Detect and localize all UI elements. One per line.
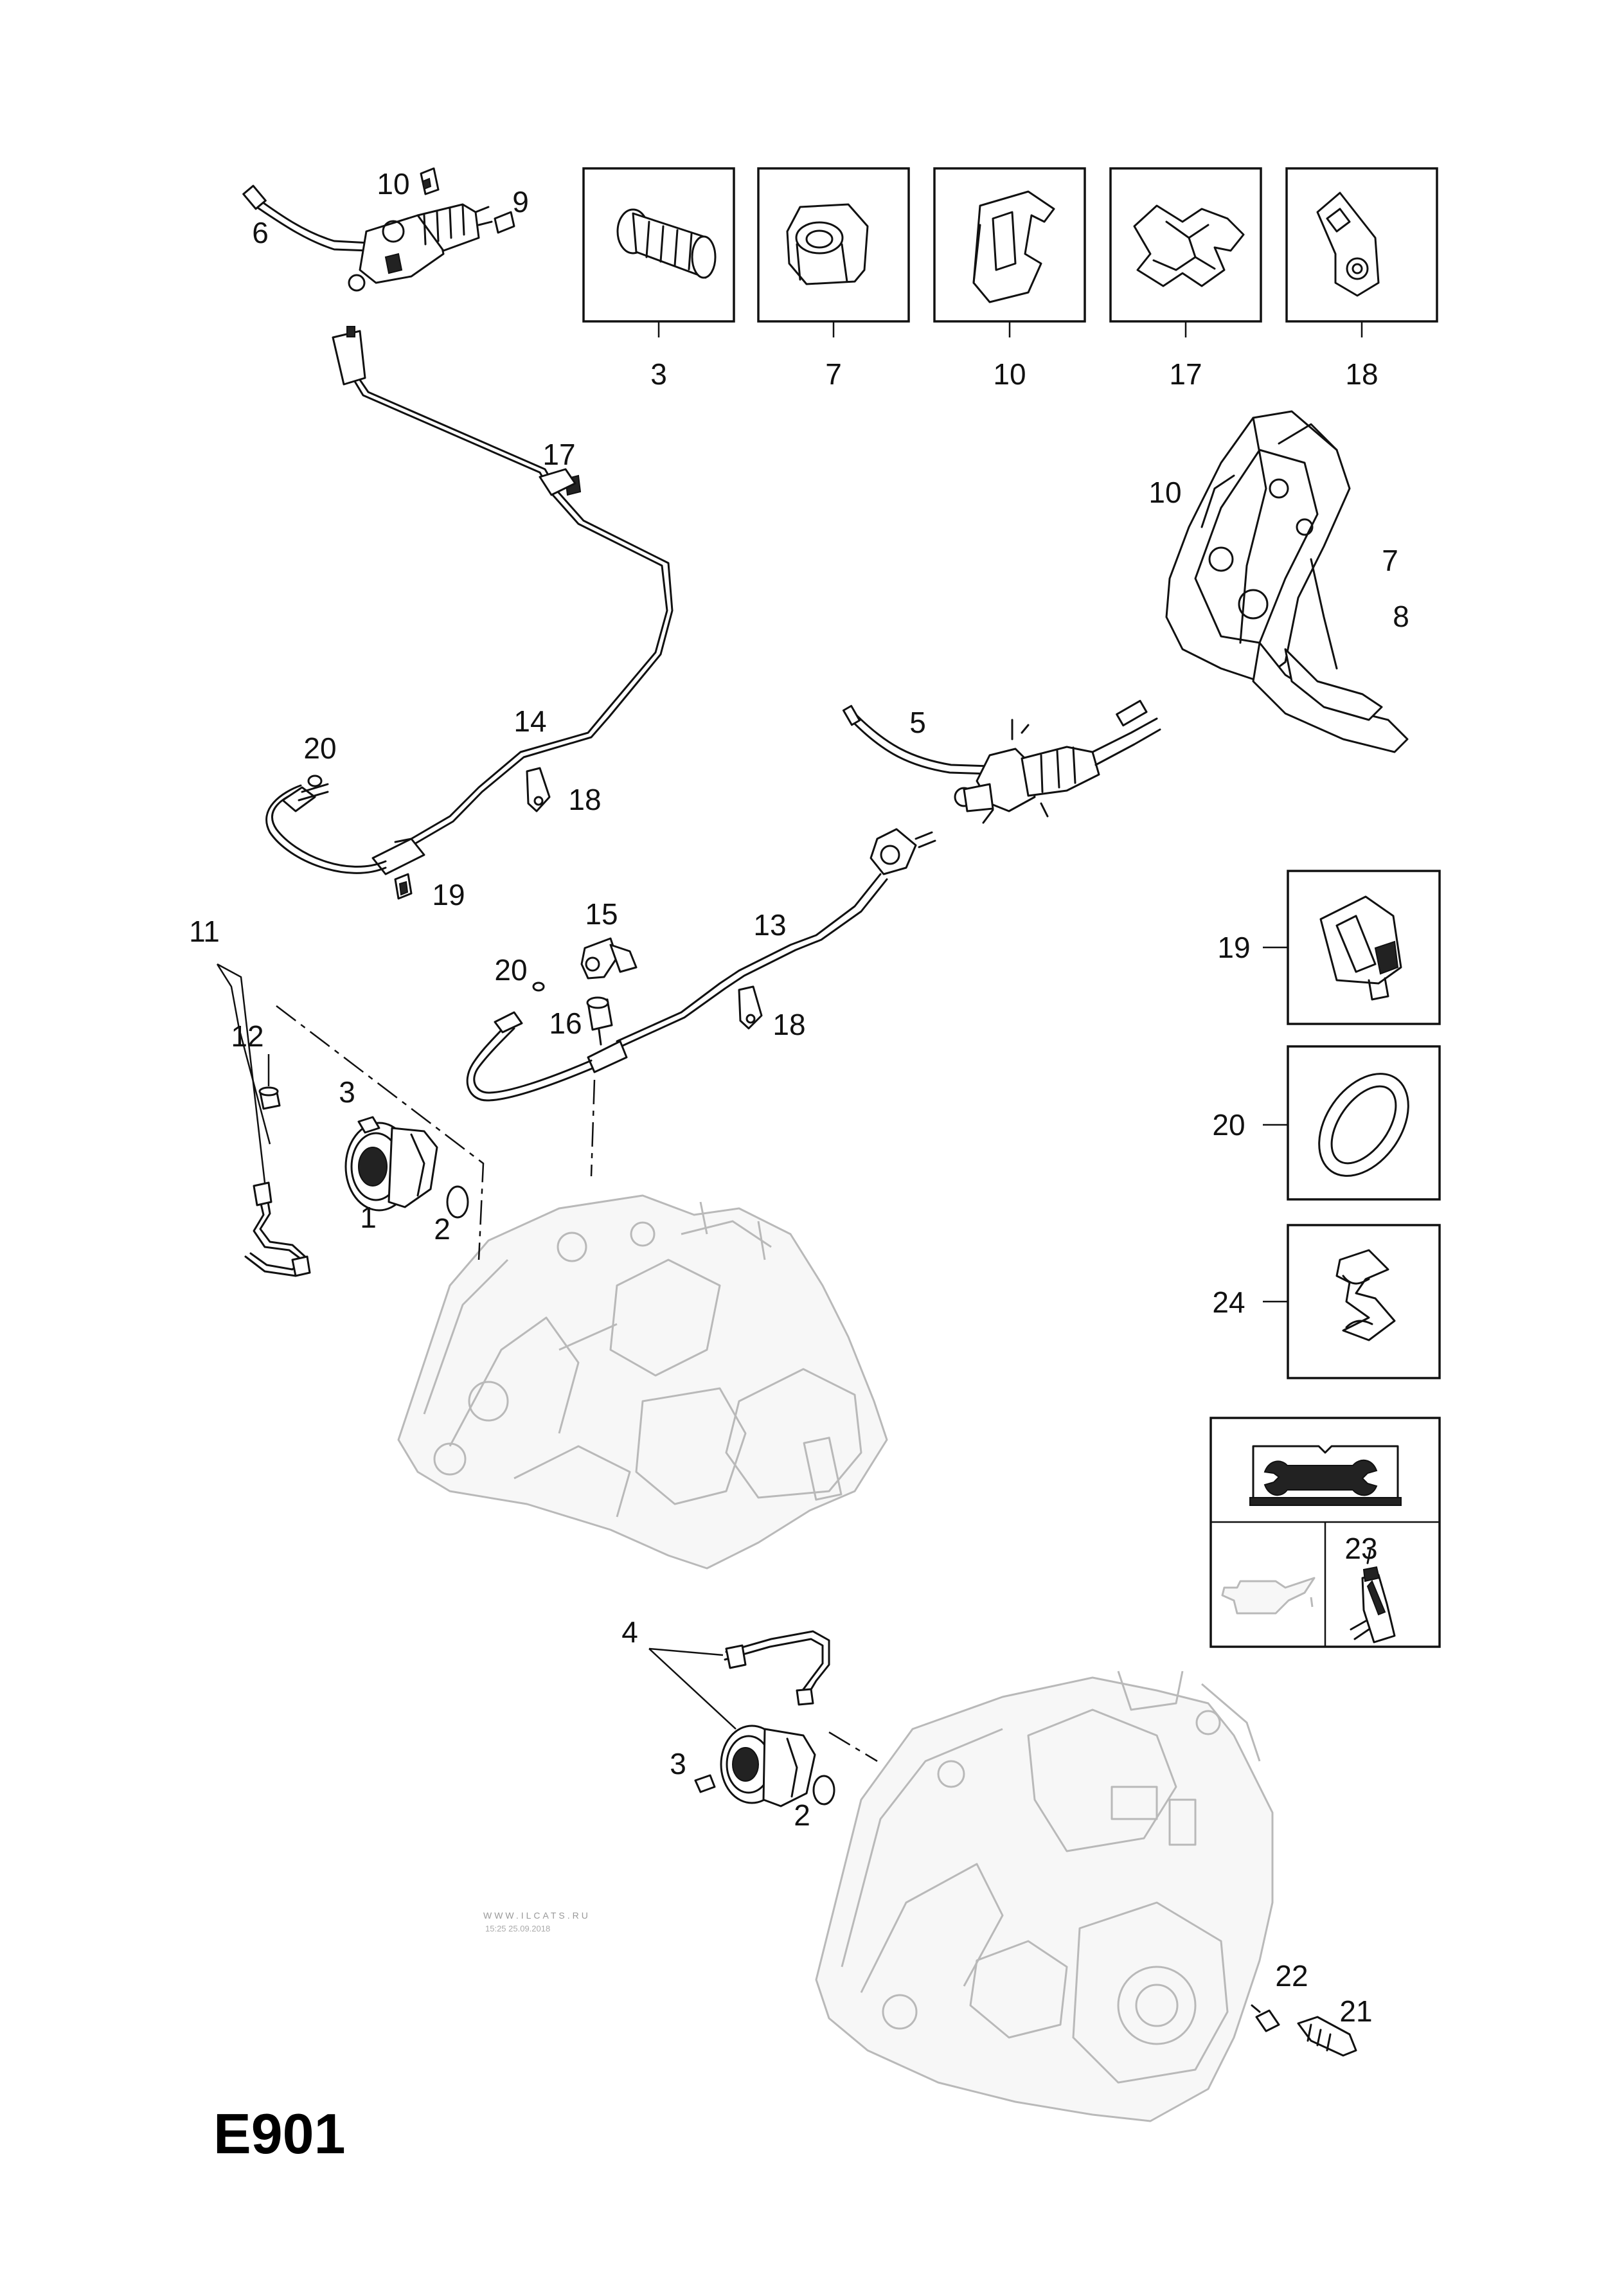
pipe-14 [265,326,674,875]
detail-box-10-label: 10 [993,357,1026,391]
callout-20-lower: 20 [494,953,527,987]
callout-3-upper: 3 [339,1075,355,1109]
service-info-box[interactable]: 23 [1209,1417,1441,1648]
connector-15 [580,937,638,980]
callout-7: 7 [1382,544,1398,577]
bracket-18-upper [526,767,551,812]
spring-clip-icon [972,190,1055,303]
dashline-lower [828,1731,878,1762]
leader-11b [217,963,266,1183]
callout-11: 11 [189,915,220,948]
dashline-connector-16 [590,1079,596,1177]
oring-2-upper [446,1185,469,1219]
callout-4: 4 [621,1615,638,1649]
callout-1: 1 [360,1201,377,1234]
pedal-box-assembly [1165,410,1409,753]
detail-box-19[interactable]: 19 [1217,870,1441,1025]
workshop-manual-icon [1249,1445,1402,1506]
callout-10-upper: 10 [377,167,409,201]
callout-18-lower: 18 [772,1008,805,1041]
leader-4a [648,1647,724,1656]
bleed-valve-22 [1251,2004,1280,2032]
watermark-site: WWW.ILCATS.RU [483,1910,591,1921]
callout-10-pedal: 10 [1148,476,1181,509]
callout-20-upper: 20 [303,731,336,765]
callout-8: 8 [1393,600,1409,633]
pipe-11 [244,1181,311,1277]
leader-4b [648,1648,736,1730]
seal-20-lower [532,981,545,992]
detail-box-3-label: 3 [650,357,667,391]
bleed-nipple-21 [1297,2016,1357,2057]
bolt-3-lower [694,1774,716,1793]
transmission-upper-ghost [397,1194,888,1570]
bracket-icon [1316,192,1380,297]
detail-box-18[interactable]: 18 [1285,167,1438,391]
detail-box-10[interactable]: 10 [933,167,1086,391]
dashline-upper [276,1005,485,1260]
callout-2-upper: 2 [434,1212,451,1246]
callout-16: 16 [549,1007,582,1040]
callout-18-upper: 18 [568,783,601,816]
seal-20-upper [307,775,323,787]
detail-box-20[interactable]: 20 [1212,1045,1441,1201]
diagram-code: E901 [213,2102,346,2165]
pin-9 [494,211,515,234]
detail-box-19-label: 19 [1217,931,1250,964]
slave-cylinder-1-lower [720,1725,816,1807]
clip-19 [394,873,413,900]
cap-12 [258,1086,281,1110]
callout-13: 13 [753,908,786,942]
clip-17-pipe [539,468,576,496]
callout-19: 19 [432,878,465,911]
transmission-lower-ghost [815,1671,1274,2122]
bolt-3-upper [357,1116,380,1134]
callout-3-lower: 3 [670,1747,686,1780]
detail-box-7[interactable]: 7 [757,167,910,391]
nut-icon [786,203,869,285]
retainer-clip-icon [1319,895,1402,1001]
detail-box-24[interactable]: 24 [1212,1224,1441,1379]
clip-10-upper [420,167,440,195]
detail-box-17-label: 17 [1169,357,1202,391]
service-ref-23-label: 23 [1344,1532,1377,1565]
callout-14: 14 [513,704,546,738]
bracket-18-lower [738,985,763,1030]
bolt-icon [616,208,717,279]
leader-11a [216,963,271,1145]
watermark-timestamp: 15:25 25.09.2018 [485,1924,550,1933]
pipe-13 [466,828,936,1102]
detail-box-24-label: 24 [1212,1286,1245,1319]
fluid-bottle-icon [1350,1549,1396,1644]
pipe-4 [724,1630,830,1706]
callout-17: 17 [542,438,575,471]
callout-2-lower: 2 [794,1798,810,1832]
callout-6: 6 [252,216,269,249]
callout-5: 5 [909,706,926,739]
master-cylinder-5 [842,699,1161,824]
detail-box-17[interactable]: 17 [1109,167,1262,391]
callout-15: 15 [585,897,618,931]
detail-box-18-label: 18 [1345,357,1378,391]
detail-box-3[interactable]: 3 [582,167,735,391]
oring-2-lower [812,1775,835,1806]
callout-22: 22 [1275,1959,1308,1993]
oil-can-icon [1221,1577,1316,1615]
master-cylinder-upper [242,184,493,292]
pipe-clip-icon [1133,204,1245,287]
double-clip-icon [1335,1249,1396,1341]
callout-9: 9 [512,185,529,219]
callout-21: 21 [1339,1994,1372,2028]
detail-box-7-label: 7 [825,357,842,391]
callout-12: 12 [231,1019,263,1053]
connector-16 [586,996,613,1046]
detail-box-20-label: 20 [1212,1108,1245,1142]
seal-ring-icon [1318,1073,1409,1177]
slave-cylinder-1-upper [344,1122,438,1212]
